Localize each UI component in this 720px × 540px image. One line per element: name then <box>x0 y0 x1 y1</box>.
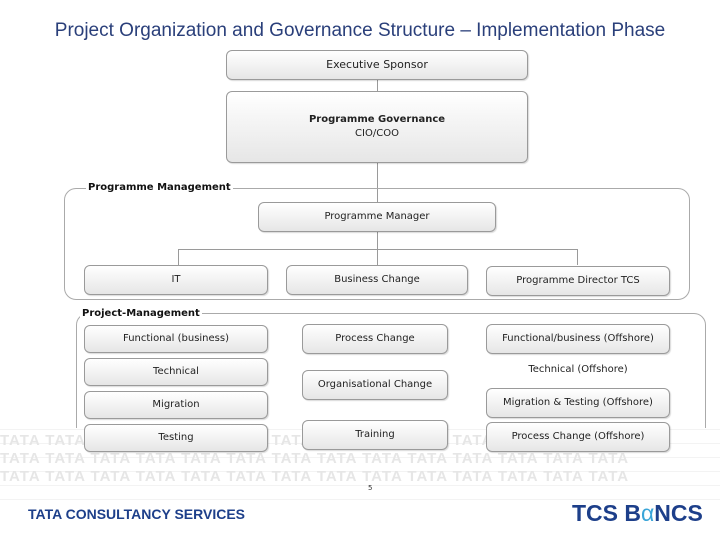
project-management-label: Project-Management <box>80 308 202 319</box>
programme-management-label: Programme Management <box>86 182 233 193</box>
connector-line <box>377 80 378 92</box>
technical-offshore-label: Technical (Offshore) <box>528 364 628 375</box>
programme-management-group <box>64 188 690 300</box>
connector-line <box>377 249 378 265</box>
page-number: 5 <box>368 484 373 492</box>
organisational-change-box: Organisational Change <box>302 370 448 400</box>
programme-governance-box: Programme Governance CIO/COO <box>226 91 528 163</box>
functional-business-box: Functional (business) <box>84 325 268 353</box>
programme-governance-subtitle: CIO/COO <box>355 128 399 139</box>
tcs-bancs-logo: TCS BαNCS <box>572 500 703 527</box>
watermark-text: TATA TATA TATA TATA TATA TATA TATA TATA … <box>0 468 630 485</box>
process-change-box: Process Change <box>302 324 448 354</box>
tata-consultancy-services-logo: TATA CONSULTANCY SERVICES <box>28 506 246 522</box>
page-title: Project Organization and Governance Stru… <box>54 20 666 41</box>
functional-business-offshore-box: Functional/business (Offshore) <box>486 324 670 354</box>
migration-box: Migration <box>84 391 268 419</box>
programme-director-tcs-box: Programme Director TCS <box>486 266 670 296</box>
technical-box: Technical <box>84 358 268 386</box>
training-box: Training <box>302 420 448 450</box>
connector-line <box>577 249 578 265</box>
process-change-offshore-box: Process Change (Offshore) <box>486 422 670 452</box>
tcs-bancs-logo-alpha: α <box>641 500 655 526</box>
testing-box: Testing <box>84 424 268 452</box>
watermark-text: TATA TATA TATA TATA TATA TATA TATA TATA … <box>0 450 630 467</box>
programme-manager-box: Programme Manager <box>258 202 496 232</box>
tcs-bancs-logo-suffix: NCS <box>654 500 703 526</box>
it-box: IT <box>84 265 268 295</box>
tcs-bancs-logo-prefix: TCS B <box>572 500 641 526</box>
business-change-box: Business Change <box>286 265 468 295</box>
connector-line <box>178 249 179 265</box>
programme-governance-title: Programme Governance <box>308 114 446 125</box>
connector-line <box>377 232 378 250</box>
executive-sponsor-box: Executive Sponsor <box>226 50 528 80</box>
migration-testing-offshore-box: Migration & Testing (Offshore) <box>486 388 670 418</box>
connector-line <box>178 249 578 250</box>
connector-line <box>377 163 378 203</box>
